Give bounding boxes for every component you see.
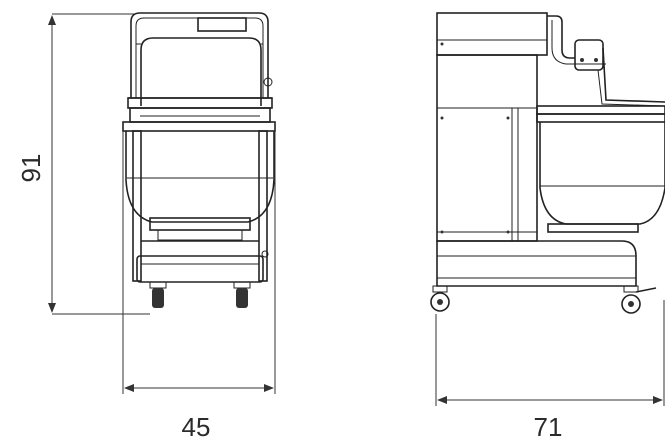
front-label-plate [197, 17, 247, 32]
front-lid-inner-frame [135, 17, 264, 98]
side-bowl-support [547, 223, 639, 233]
side-lid-hinge [574, 39, 604, 71]
side-lid-arm [547, 15, 575, 59]
side-depth-label: 71 [534, 412, 563, 441]
side-wheel-brake [635, 287, 657, 293]
front-right-wheel [233, 281, 251, 308]
side-depth-dimension: 71 [435, 300, 665, 441]
side-top-plate [536, 113, 665, 123]
front-lid-frame [130, 12, 269, 98]
front-base [136, 255, 264, 283]
side-view [430, 12, 665, 314]
side-base [436, 240, 637, 287]
side-lid-guard [602, 47, 665, 103]
side-rear-wheel [430, 285, 450, 312]
height-label: 91 [16, 154, 46, 183]
side-bowl [539, 122, 665, 225]
front-width-label: 45 [182, 412, 211, 441]
side-front-wheel [621, 285, 657, 314]
front-view [122, 12, 276, 308]
front-side-knob [263, 77, 273, 87]
front-top-plate [122, 121, 276, 132]
side-upper-body [436, 12, 548, 56]
front-base-knob [261, 250, 269, 258]
front-lid-base [127, 97, 273, 109]
height-dimension: 91 [16, 13, 150, 315]
side-column [436, 54, 538, 242]
front-left-wheel [149, 281, 167, 308]
front-head-housing [129, 107, 271, 123]
side-head [536, 105, 665, 115]
front-bowl [125, 131, 275, 223]
front-guard-cage [140, 37, 262, 106]
front-width-dimension: 45 [122, 131, 276, 441]
front-bowl-support [149, 217, 251, 231]
